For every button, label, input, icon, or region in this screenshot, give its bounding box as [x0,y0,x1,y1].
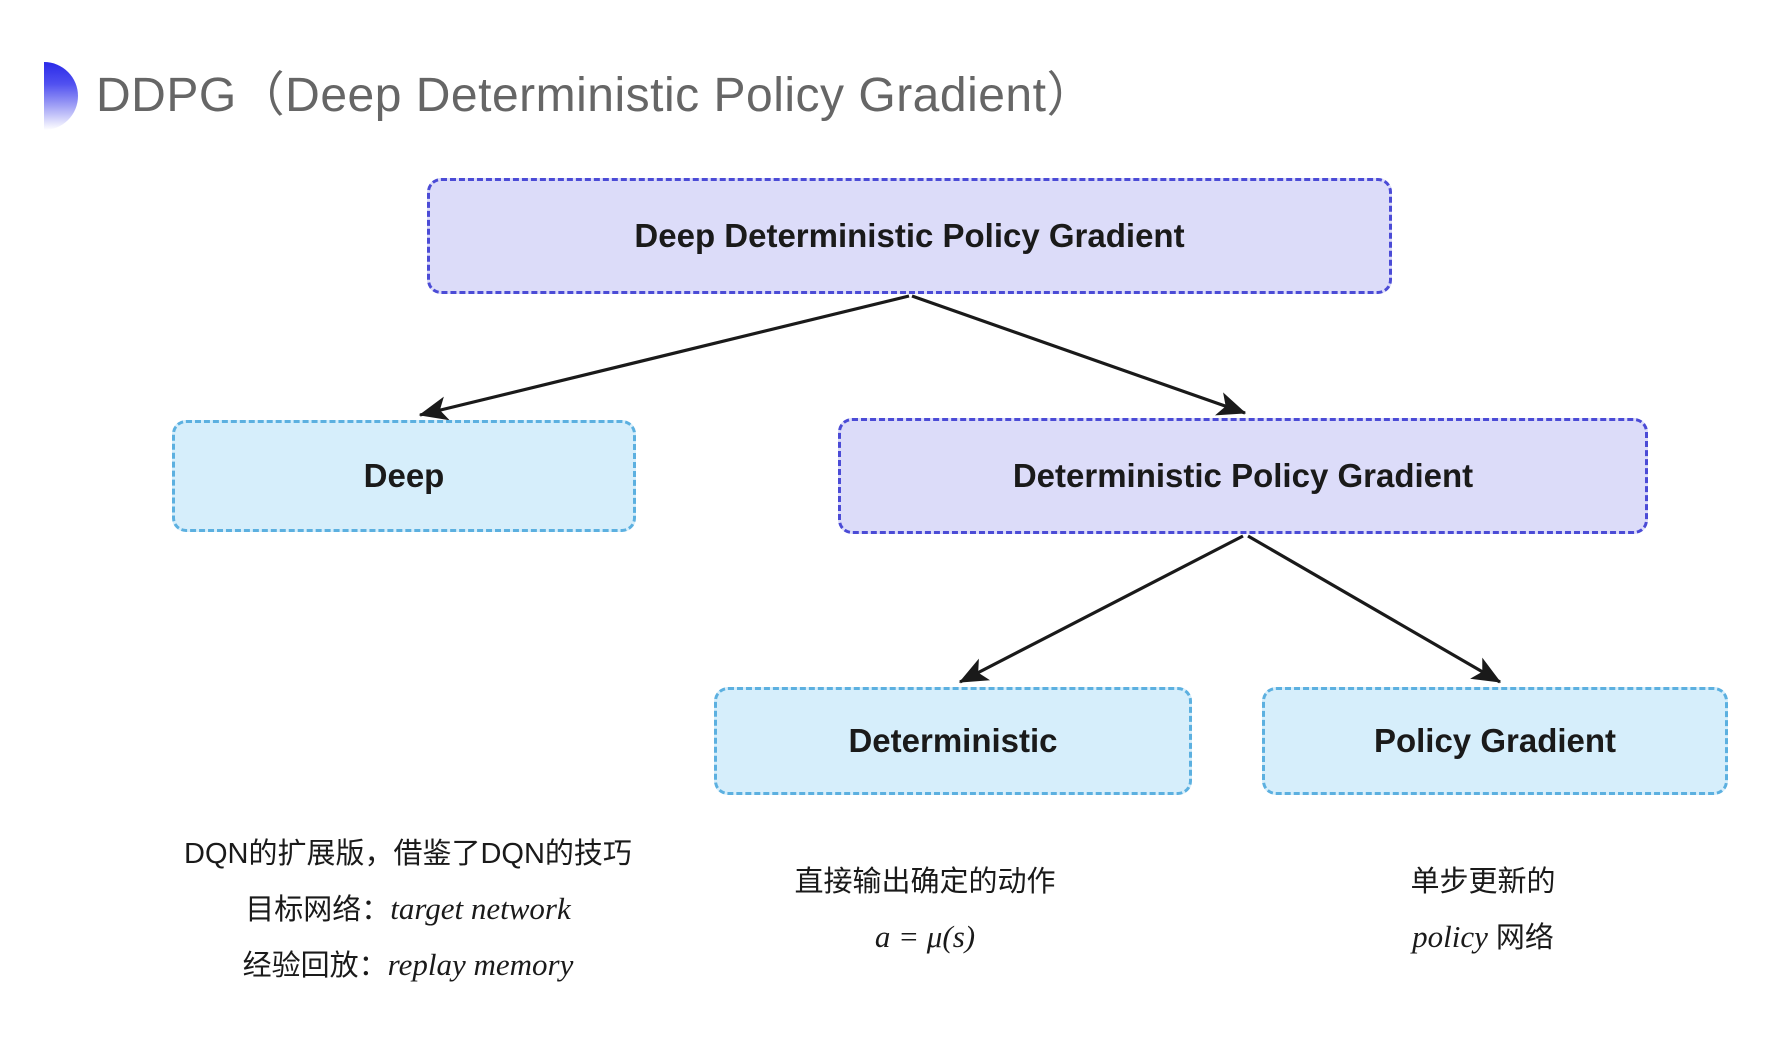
note-deep-line2-term: target network [390,890,571,926]
edge-dpg-policy-gradient [1247,534,1502,684]
edge-root-dpg [911,294,1247,416]
node-policy-gradient[interactable]: Policy Gradient [1262,687,1728,795]
note-policy-gradient-line1: 单步更新的 [1410,866,1556,898]
edge-root-deep [418,294,910,421]
note-deterministic-line1: 直接输出确定的动作 [794,866,1056,898]
note-deep-line2: 目标网络：target network [148,881,668,937]
note-deep-line3: 经验回放：replay memory [148,937,668,993]
note-policy-gradient: 单步更新的 policy 网络 [1318,856,1648,965]
note-deep-line1: DQN的扩展版，借鉴了DQN的技巧 [184,838,632,870]
node-deterministic[interactable]: Deterministic [714,687,1192,795]
note-deterministic: 直接输出确定的动作 a = μ(s) [760,856,1090,965]
note-deep-line3-label: 经验回放： [242,950,388,983]
note-deterministic-formula: a = μ(s) [874,918,976,954]
note-deep: DQN的扩展版，借鉴了DQN的技巧 目标网络：target network 经验… [148,828,668,994]
edge-dpg-deterministic [958,534,1244,684]
page-title: DDPG（Deep Deterministic Policy Gradient） [96,69,1095,122]
node-deterministic-policy-gradient[interactable]: Deterministic Policy Gradient [838,418,1648,534]
note-policy-gradient-term: policy [1412,918,1488,954]
note-deep-line3-term: replay memory [387,947,574,983]
note-policy-gradient-line2: policy 网络 [1318,909,1648,965]
gradient-halfcircle-bullet-icon [44,62,78,130]
node-deep-deterministic-policy-gradient[interactable]: Deep Deterministic Policy Gradient [427,178,1392,294]
node-deep[interactable]: Deep [172,420,636,532]
note-deep-line2-label: 目标网络： [245,893,391,926]
note-policy-gradient-suffix: 网络 [1487,921,1554,954]
